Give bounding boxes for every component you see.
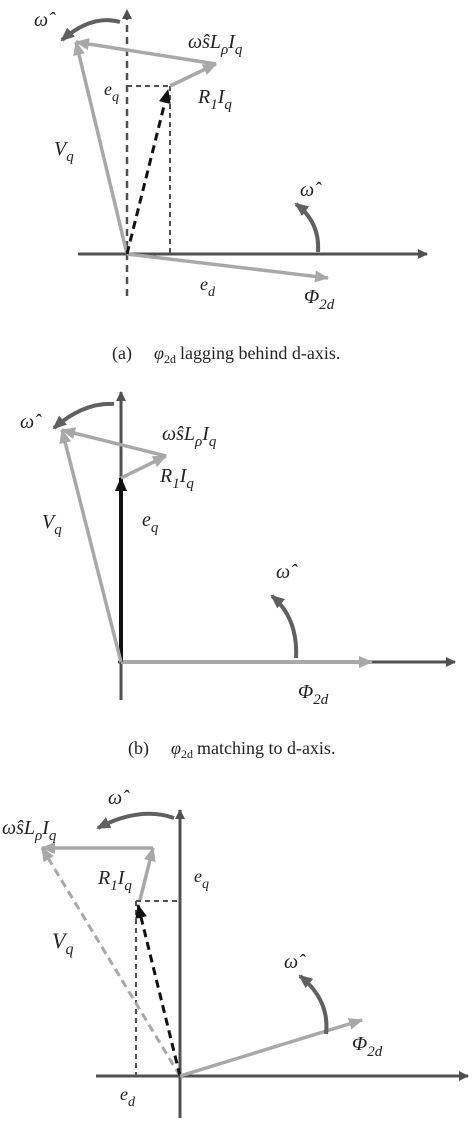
omega-rotation-arrow-flux — [270, 594, 299, 659]
flux-label: Φ2d — [352, 1033, 383, 1060]
vq-vector — [73, 41, 129, 255]
e-vector — [125, 89, 171, 255]
r1iq-label: R1Iq — [159, 465, 194, 492]
omega-label-flux: ω̂ — [300, 179, 322, 201]
omega-rotation-arrow-top — [52, 401, 115, 430]
r1iq-label: R1Iq — [97, 867, 132, 894]
omega-rotation-arrow-flux — [294, 202, 321, 253]
panel-c: ω̂ ω̂ ω̂sLρIq R1Iq eq Vq ed Φ2d — [2, 787, 469, 1118]
vq-vector — [59, 429, 123, 663]
vq-label: Vq — [42, 511, 62, 538]
flux-label: Φ2d — [298, 681, 329, 708]
flux-vector — [126, 252, 329, 283]
omega-rotation-arrow-top — [96, 811, 175, 830]
eq-label: eq — [104, 79, 119, 105]
wsl-iq-label: ω̂sLρIq — [188, 31, 243, 58]
flux-label: Φ2d — [304, 286, 335, 313]
omega-rotation-arrow-flux — [298, 974, 329, 1035]
ed-label: ed — [120, 1084, 136, 1110]
wsl-iq-label: ω̂sLρIq — [162, 423, 217, 450]
eq-label: eq — [194, 866, 209, 892]
vq-vector — [40, 847, 182, 1077]
e-vector — [135, 904, 182, 1077]
vq-label: Vq — [54, 138, 74, 165]
r1iq-vector — [120, 454, 167, 480]
vq-label: Vq — [52, 928, 73, 958]
r1iq-vector — [169, 62, 217, 88]
eq-label: eq — [142, 509, 159, 536]
wsl-iq-vector — [61, 427, 167, 458]
ed-label: ed — [200, 274, 216, 300]
omega-label-top: ω̂ — [108, 787, 130, 809]
omega-label-top: ω̂ — [20, 411, 42, 433]
omega-label-flux: ω̂ — [284, 951, 306, 973]
wsl-iq-vector — [75, 38, 217, 66]
omega-label-top: ω̂ — [34, 9, 56, 31]
r1iq-vector — [138, 847, 156, 901]
omega-label-flux: ω̂ — [276, 561, 298, 583]
omega-rotation-arrow-top — [60, 18, 121, 42]
flux-vector — [179, 1018, 363, 1078]
r1iq-label: R1Iq — [197, 86, 232, 113]
wsl-iq-label: ω̂sLρIq — [2, 817, 57, 844]
